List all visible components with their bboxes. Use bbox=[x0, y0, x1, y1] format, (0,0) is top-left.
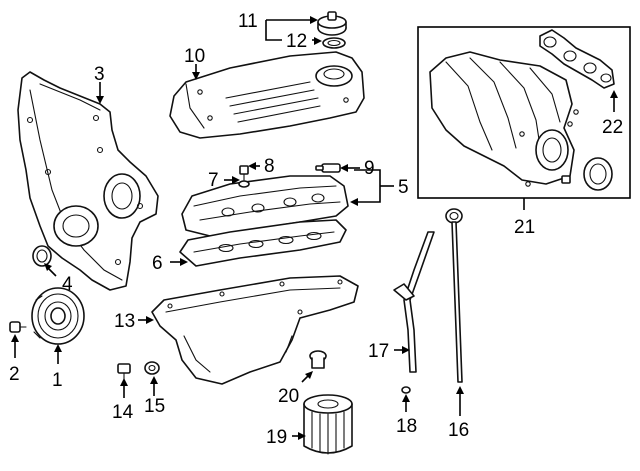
callout-15: 15 bbox=[144, 396, 165, 417]
dipstick-guide-tube bbox=[393, 231, 435, 373]
oil-filter bbox=[303, 394, 353, 455]
pcv-valve bbox=[315, 163, 341, 173]
callout-16: 16 bbox=[448, 420, 469, 441]
engine-cover bbox=[169, 51, 365, 139]
intake-manifold-gasket bbox=[539, 29, 615, 89]
callout-20: 20 bbox=[278, 386, 299, 407]
callout-19: 19 bbox=[266, 427, 287, 448]
callout-6: 6 bbox=[152, 253, 163, 274]
callout-14: 14 bbox=[112, 402, 134, 423]
callout-4: 4 bbox=[62, 274, 73, 295]
leader-lines bbox=[11, 16, 618, 440]
drain-plug bbox=[117, 363, 131, 381]
callout-11: 11 bbox=[238, 11, 258, 32]
filler-cap-gasket bbox=[322, 37, 346, 49]
callout-9: 9 bbox=[364, 158, 375, 179]
cover-washer bbox=[238, 180, 250, 188]
callout-2: 2 bbox=[9, 364, 20, 385]
callout-3: 3 bbox=[94, 64, 105, 85]
tube-o-ring bbox=[401, 386, 411, 394]
callout-17: 17 bbox=[368, 341, 389, 362]
oil-pan bbox=[151, 275, 359, 385]
callout-12: 12 bbox=[286, 31, 307, 52]
cover-bolt bbox=[239, 165, 249, 181]
intake-manifold bbox=[429, 51, 579, 187]
callout-22: 22 bbox=[602, 117, 623, 138]
head-cover-gasket bbox=[179, 219, 347, 267]
callout-labels: 1 2 3 4 5 6 7 8 9 10 11 12 13 14 15 16 1… bbox=[9, 11, 623, 448]
callout-8: 8 bbox=[264, 156, 275, 177]
callout-7: 7 bbox=[208, 170, 219, 191]
crankshaft-seal bbox=[32, 245, 52, 267]
callout-13: 13 bbox=[114, 311, 135, 332]
callout-10: 10 bbox=[184, 46, 205, 67]
callout-21: 21 bbox=[514, 217, 535, 238]
oil-filter-union bbox=[309, 350, 327, 369]
oil-filler-cap bbox=[317, 11, 347, 36]
throttle-body-gasket bbox=[583, 157, 613, 191]
callout-1: 1 bbox=[52, 370, 63, 391]
callout-18: 18 bbox=[396, 416, 417, 437]
drain-plug-gasket bbox=[144, 361, 160, 375]
oil-dipstick bbox=[445, 208, 463, 383]
callout-5: 5 bbox=[398, 177, 409, 198]
timing-cover bbox=[17, 71, 159, 291]
crankshaft-pulley bbox=[31, 287, 85, 345]
pulley-bolt bbox=[9, 321, 27, 333]
